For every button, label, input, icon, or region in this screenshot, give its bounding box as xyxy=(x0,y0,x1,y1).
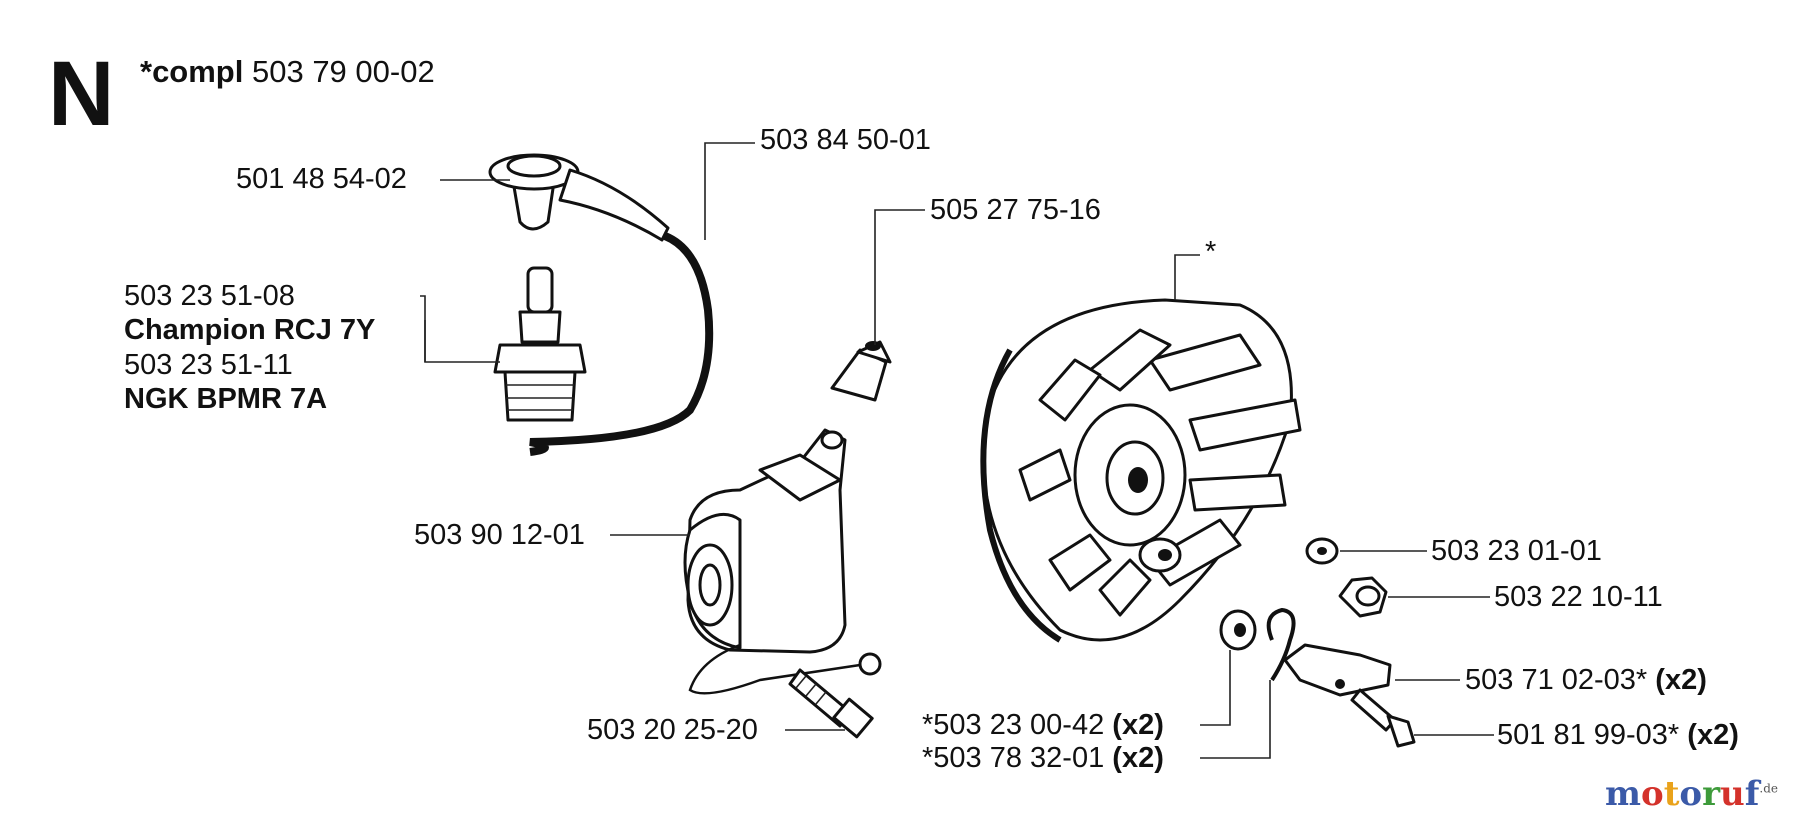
label-pawl: 503 71 02-03* (x2) xyxy=(1465,666,1707,695)
label-spark-plug-1: 503 23 51-08 xyxy=(124,280,295,312)
ignition-module xyxy=(683,428,882,695)
pawl-washer xyxy=(1219,609,1257,651)
label-flywheel: * xyxy=(1205,236,1217,268)
pawl-washer-number: *503 23 00-42 xyxy=(922,709,1105,741)
washer xyxy=(1305,537,1339,565)
label-pawl-screw: 501 81 99-03* (x2) xyxy=(1497,721,1739,750)
label-terminal: 505 27 75-16 xyxy=(930,194,1101,226)
watermark-letter: o xyxy=(1641,774,1664,814)
pawl-spring-number: *503 78 32-01 xyxy=(922,742,1105,774)
pawl-spring-qty: (x2) xyxy=(1112,742,1164,774)
label-pawl-spring: *503 78 32-01 (x2) xyxy=(922,744,1164,773)
watermark-text: motoruf xyxy=(1605,774,1759,814)
label-spark-plug-2: 503 23 51-11 xyxy=(124,349,293,381)
section-letter: N xyxy=(48,43,115,145)
pawl-screw xyxy=(1350,688,1416,748)
watermark-suffix: .de xyxy=(1759,781,1778,796)
watermark-letter: f xyxy=(1744,774,1760,814)
watermark-letter: u xyxy=(1720,774,1745,814)
label-spark-plug-boot: 501 48 54-02 xyxy=(236,163,407,195)
pawl-number: 503 71 02-03* xyxy=(1465,664,1648,696)
watermark-letter: t xyxy=(1663,774,1680,814)
label-spark-plug-1-brand: Champion RCJ 7Y xyxy=(124,314,376,346)
complete-kit-label: *compl 503 79 00-02 xyxy=(140,56,435,87)
label-module-screw: 503 20 25-20 xyxy=(587,714,758,746)
compl-prefix: *compl xyxy=(140,54,244,89)
pawl-qty: (x2) xyxy=(1655,664,1707,696)
pawl xyxy=(1283,643,1392,697)
label-ignition-lead: 503 84 50-01 xyxy=(760,124,931,156)
label-washer: 503 23 01-01 xyxy=(1431,535,1602,567)
ignition-lead xyxy=(529,232,714,456)
label-nut: 503 22 10-11 xyxy=(1494,581,1663,613)
label-ignition-module: 503 90 12-01 xyxy=(414,519,585,551)
pawl-screw-qty: (x2) xyxy=(1687,719,1739,751)
compl-number: 503 79 00-02 xyxy=(251,54,435,89)
watermark-logo: motoruf.de xyxy=(1605,777,1778,811)
watermark-letter: r xyxy=(1702,774,1721,814)
label-spark-plug-2-brand: NGK BPMR 7A xyxy=(124,383,328,415)
watermark-letter: m xyxy=(1605,774,1641,814)
spark-plug xyxy=(493,266,587,422)
module-screw xyxy=(788,668,874,739)
watermark-letter: o xyxy=(1679,774,1703,814)
flywheel xyxy=(980,298,1302,643)
leader-lines xyxy=(420,142,1494,759)
label-pawl-washer: *503 23 00-42 (x2) xyxy=(922,711,1164,740)
nut xyxy=(1338,576,1388,618)
pawl-washer-qty: (x2) xyxy=(1112,709,1164,741)
spark-plug-boot xyxy=(488,153,670,242)
pawl-spring xyxy=(1266,607,1296,682)
terminal xyxy=(830,340,892,402)
pawl-screw-number: 501 81 99-03* xyxy=(1497,719,1680,751)
